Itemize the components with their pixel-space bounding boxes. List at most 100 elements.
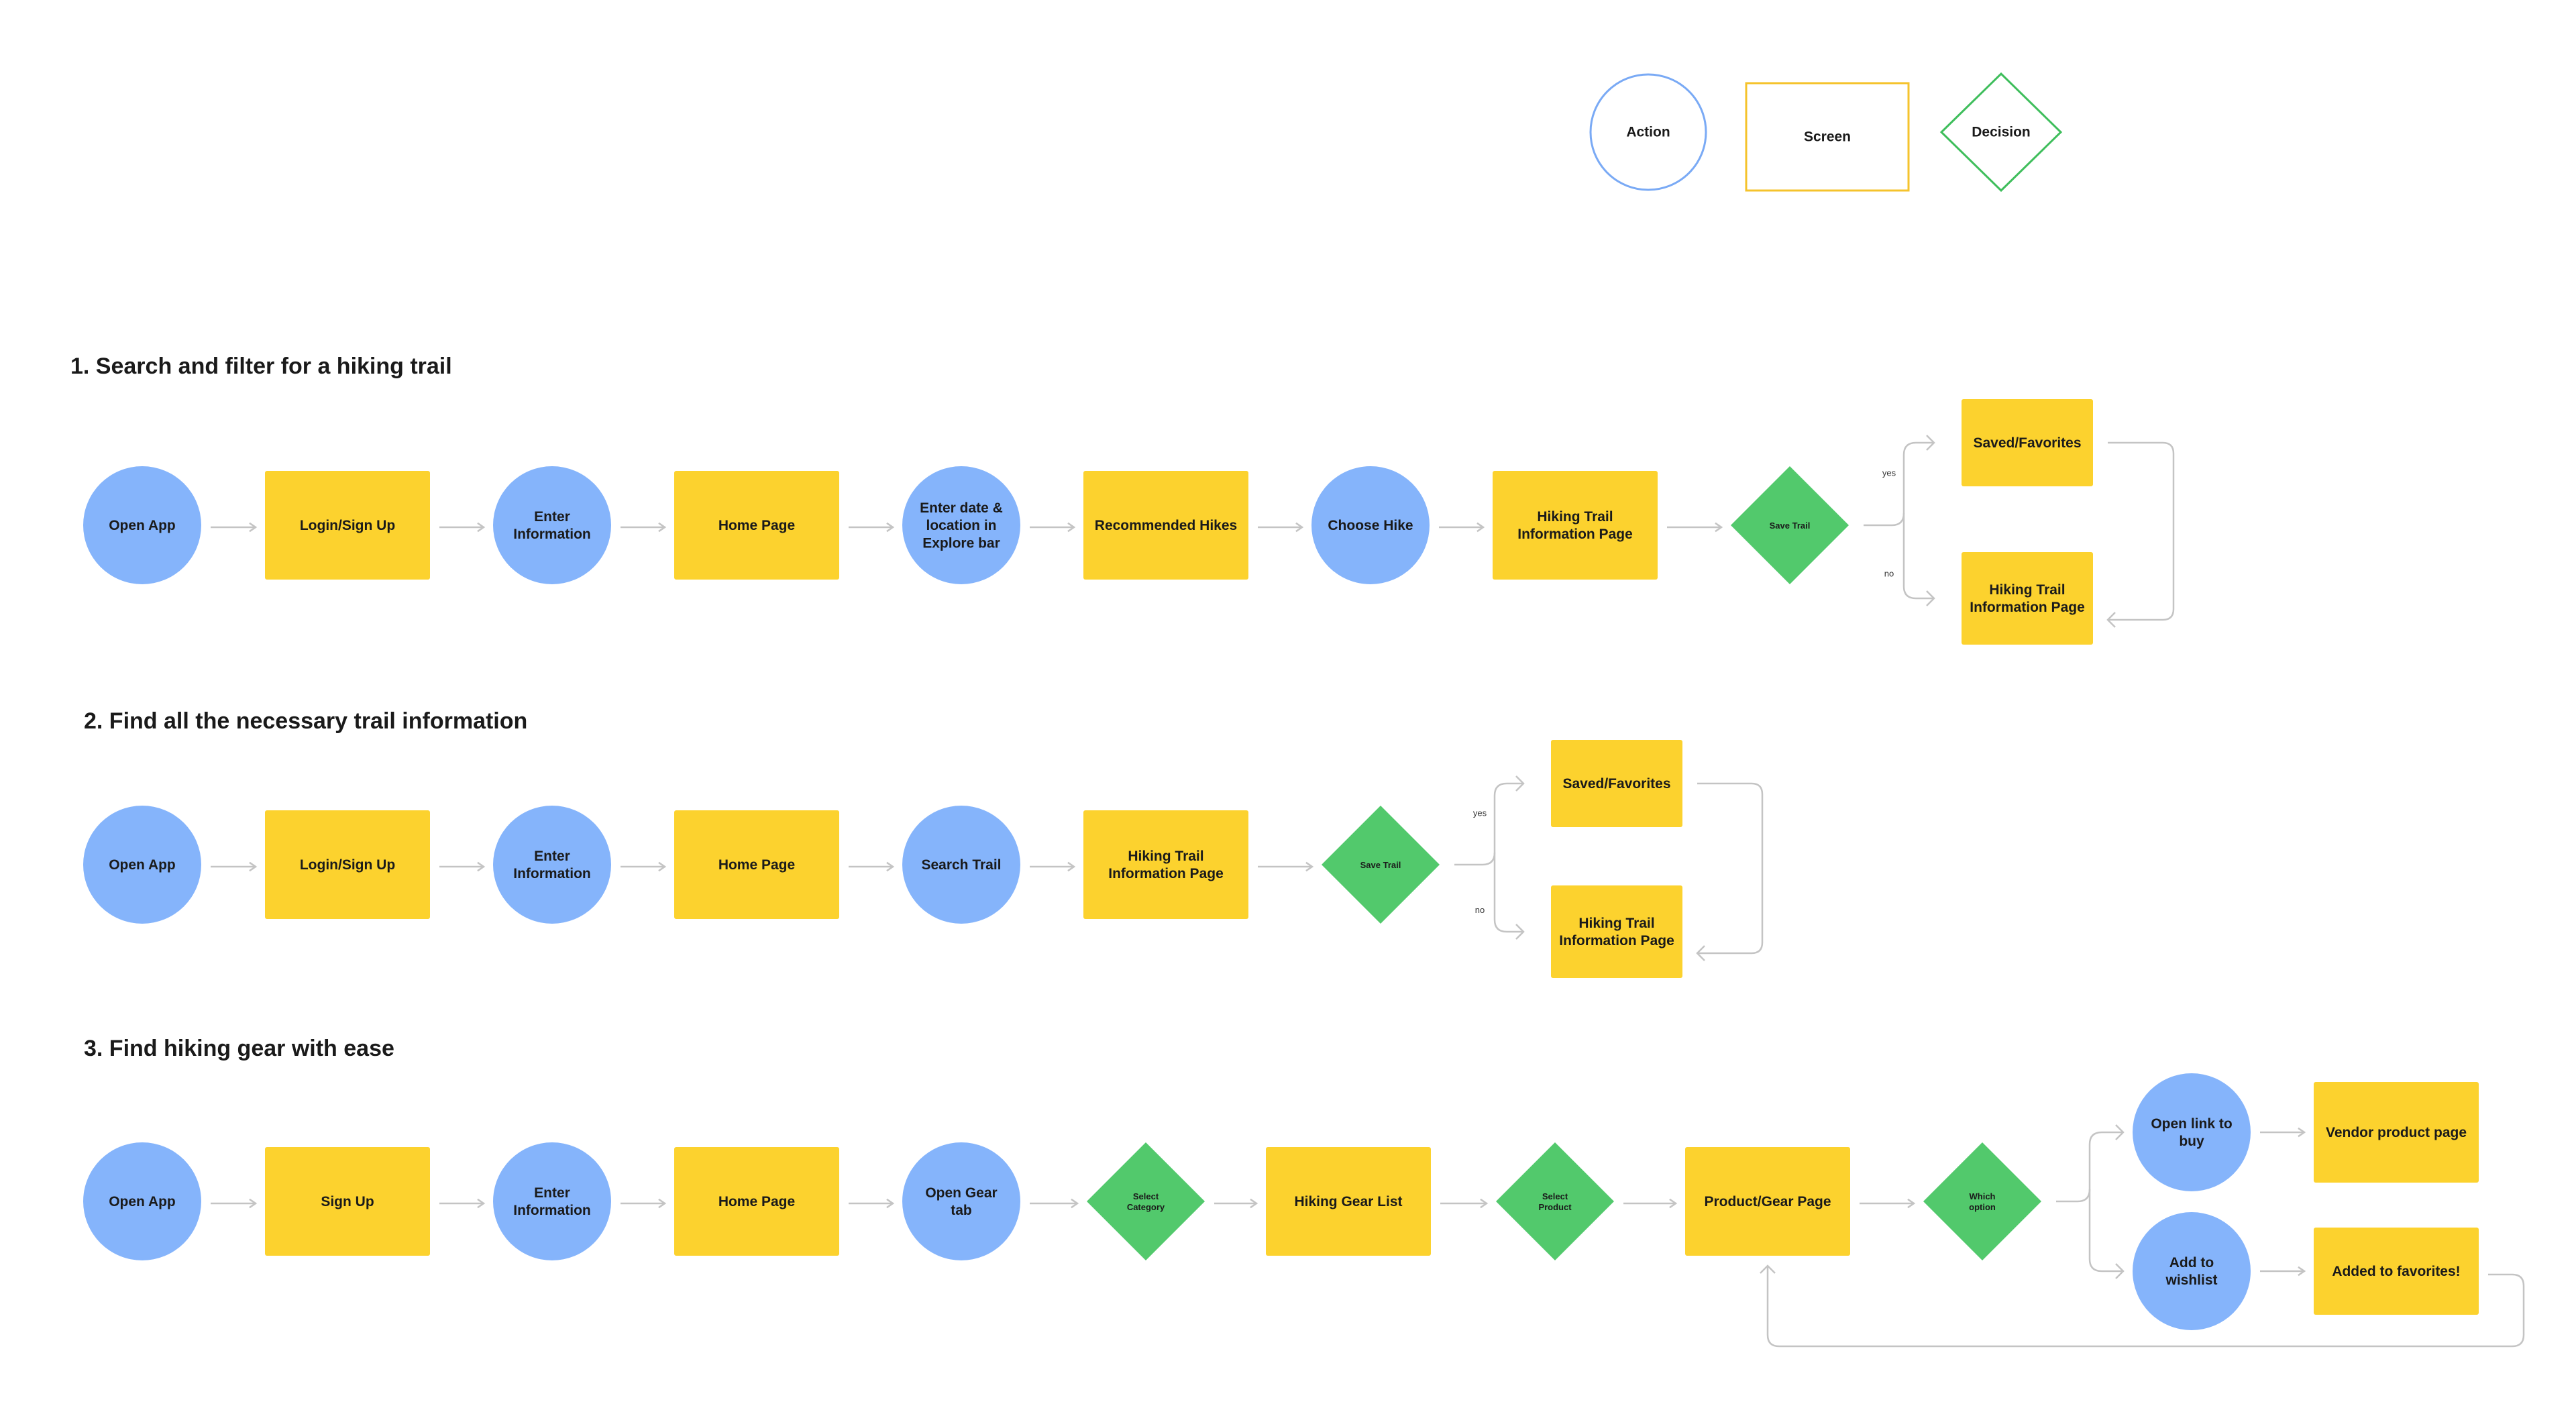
flow-3-branch-bottom [2088, 1189, 2123, 1272]
flow-3-branch-1-screen: Vendor product page [2314, 1082, 2479, 1183]
flow-2-node-1-action-label-line: Open App [109, 857, 176, 873]
flow-3-branch-2-action-circle [2133, 1212, 2251, 1330]
flow-2-no-label: no [1475, 905, 1485, 915]
flow-3-arrow-8 [1623, 1198, 1678, 1209]
flow-1-arrow-5 [1030, 522, 1076, 533]
flow-2-loop-back [1696, 782, 1764, 961]
flow-1-arrow-4 [849, 522, 895, 533]
flow-3-node-10-decision-label-line: Which [1970, 1191, 1996, 1201]
flow-2-node-2-screen-label: Login/Sign Up [300, 857, 395, 873]
flow-3-node-2-screen-label: Sign Up [321, 1194, 374, 1209]
flow-1-yes-label: yes [1882, 468, 1896, 478]
flow-2-branch-no-screen-label-line: Hiking Trail [1578, 915, 1654, 930]
flow-title: 3. Find hiking gear with ease [84, 1036, 394, 1061]
flow-2-branch-yes-screen-rect [1551, 740, 1682, 827]
flow-1-branch-no-screen-label-line: Hiking Trail [1989, 582, 2065, 597]
flow-2-node-4-screen-label-line: Home Page [718, 857, 795, 873]
flow-1-branch-heads [1926, 435, 1935, 606]
flow-1-node-9-decision-label: Save Trail [1770, 521, 1811, 531]
flow-2-node-3-action-label-line: Enter [534, 848, 570, 863]
flow-2-node-1-action: Open App [83, 806, 201, 924]
flow-3-branch-1-arrow [2260, 1127, 2306, 1138]
flow-1-node-6-screen-label: Recommended Hikes [1095, 518, 1237, 533]
flow-1-node-8-screen-label-line: Information Page [1517, 527, 1633, 542]
flow-1-node-7-action-circle [1311, 466, 1430, 584]
flow-2-arrow-4 [849, 861, 895, 872]
flow-3-node-3-action-label-line: Enter [534, 1185, 570, 1200]
legend-action-shape [1589, 73, 1707, 191]
flow-2-branch-no-screen-label-line: Information Page [1559, 933, 1674, 949]
flow-2-node-6-screen-label-line: Information Page [1108, 866, 1224, 881]
flow-3-node-4-screen-label: Home Page [718, 1194, 795, 1209]
flow-3-node-4-screen: Home Page [674, 1147, 839, 1256]
flow-2-node-6-screen-rect [1083, 810, 1248, 919]
flow-1-arrow-3 [621, 522, 667, 533]
flow-2-yes-label: yes [1473, 808, 1487, 818]
flow-1-arrow-2 [439, 522, 486, 533]
flow-2-branch-no [1493, 853, 1523, 933]
flow-2-node-7-decision-label-line: Save Trail [1360, 860, 1401, 870]
flow-2-branch-heads [1515, 775, 1525, 940]
flow-2-arrow-2 [439, 861, 486, 872]
flow-1-arrow-1 [211, 522, 258, 533]
flow-3-branch-2-screen-label-line: Added to favorites! [2332, 1264, 2460, 1279]
flow-1-node-6-screen-label-line: Recommended Hikes [1095, 518, 1237, 533]
flow-3-branch-1-action-label-line: Open link to [2151, 1116, 2232, 1131]
flow-2-branch-yes [1454, 782, 1523, 866]
flow-3: 3. Find hiking gear with ease [84, 1036, 394, 1061]
flow-3-node-8-decision-label-line: Product [1538, 1202, 1572, 1212]
flow-1-branch-yes-screen-label-line: Saved/Favorites [1973, 435, 2081, 451]
flow-1-node-5-action-label: Enter date & location in Explore bar [920, 500, 1003, 551]
flow-1-node-1-action-label: Open App [109, 518, 176, 533]
flow-2-node-7-decision-label: Save Trail [1360, 860, 1401, 870]
flow-2-node-7-decision: Save Trail [1322, 806, 1440, 924]
flow-1-branch-yes [1864, 441, 1934, 527]
flow-1-node-9-decision: Save Trail [1731, 466, 1849, 584]
flow-1-node-6-screen-rect [1083, 471, 1248, 580]
flow-3-branch-top [2056, 1131, 2123, 1203]
flow-3-node-7-screen-label: Hiking Gear List [1294, 1194, 1402, 1209]
flow-3-node-9-screen: Product/Gear Page [1685, 1147, 1850, 1256]
flow-1-node-5-action-circle [902, 466, 1020, 584]
flow-1-node-1-action: Open App [83, 466, 201, 584]
flow-3-arrow-6 [1214, 1198, 1258, 1209]
flow-3-arrow-3 [621, 1198, 667, 1209]
legend-screen-shape [1745, 82, 1910, 192]
flow-1-node-3-action-label-line: Information [513, 527, 591, 542]
flow-3-node-7-screen-rect [1266, 1147, 1431, 1256]
flow-2-arrow-3 [621, 861, 667, 872]
flow-1-node-1-action-label-line: Open App [109, 518, 176, 533]
legend-screen-label: Screen [1804, 129, 1851, 145]
flow-2-arrow-1 [211, 861, 258, 872]
flow-1-arrow-7 [1439, 522, 1485, 533]
flow-2-arrow-6 [1258, 861, 1314, 872]
flow-1-node-8-screen-label-line: Hiking Trail [1537, 508, 1613, 524]
flow-3-arrow-4 [849, 1198, 895, 1209]
flow-2-node-3-action-label-line: Information [513, 866, 591, 881]
flow-1-node-9-decision-diamond [1731, 466, 1849, 584]
flow-2-branch-no-screen-rect [1551, 885, 1682, 978]
flow-1-node-5-action-label-line: Explore bar [922, 535, 1000, 551]
flow-3-node-5-action-circle [902, 1142, 1020, 1260]
flow-3-node-4-screen-label-line: Home Page [718, 1194, 795, 1209]
flow-1-node-5-action-label-line: Enter date & [920, 500, 1003, 515]
flow-2-node-7-decision-diamond [1322, 806, 1440, 924]
flow-1-node-9-decision-label-line: Save Trail [1770, 521, 1811, 531]
flow-3-branch-2-screen: Added to favorites! [2314, 1228, 2479, 1315]
flow-1-node-8-screen-rect [1493, 471, 1658, 580]
flow-1-node-5-action-label-line: location in [926, 518, 997, 533]
flow-3-node-1-action: Open App [83, 1142, 201, 1260]
flow-3-branch-heads [2115, 1124, 2125, 1279]
